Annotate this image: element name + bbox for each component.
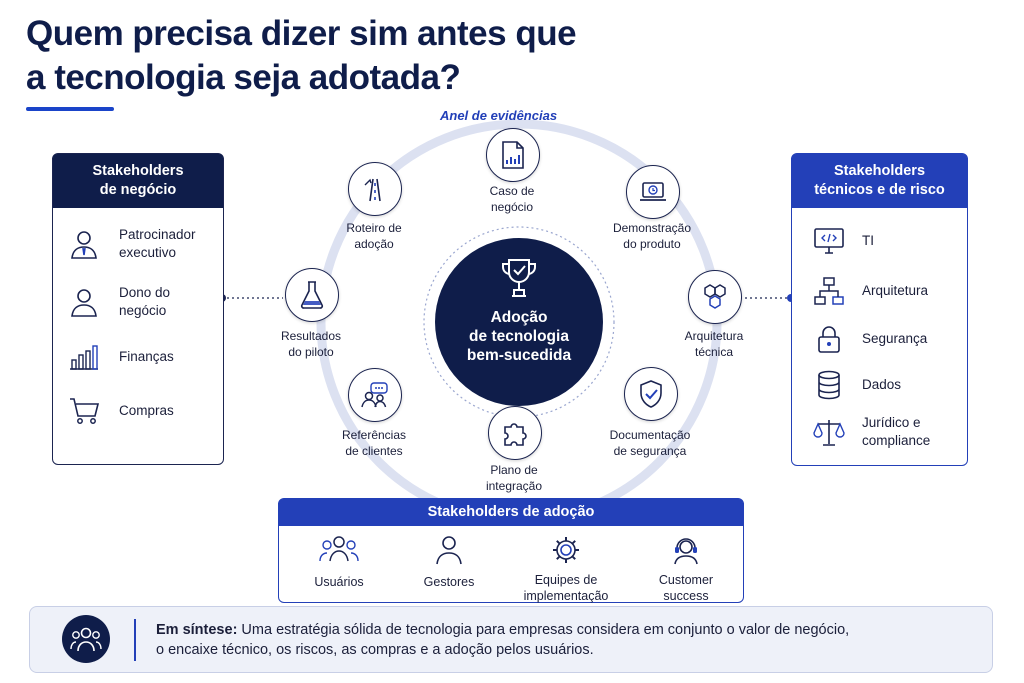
users-icon <box>319 536 359 562</box>
summary-text: Em síntese: Uma estratégia sólida de tec… <box>156 620 976 660</box>
center-line-3: bem-sucedida <box>466 347 572 364</box>
tech-item-architecture: Arquitetura <box>812 274 928 308</box>
tech-item-data: Dados <box>812 368 901 402</box>
page-title: Quem precisa dizer sim antes que a tecno… <box>26 12 577 100</box>
cubes-icon <box>704 284 726 309</box>
summary-icon-wrapper <box>62 615 110 663</box>
flask-icon <box>300 281 324 309</box>
scales-icon <box>812 415 846 449</box>
node-business-case <box>486 128 540 182</box>
group-icon <box>70 627 102 652</box>
summary-line-1: Uma estratégia sólida de tecnologia para… <box>237 622 850 638</box>
node-product-demo <box>626 165 680 219</box>
database-icon <box>812 368 846 402</box>
adoption-item-managers: Gestores <box>384 535 514 590</box>
adoption-stakeholders-panel: Stakeholders de adoção Usuários Gestores… <box>278 498 744 603</box>
hierarchy-icon <box>812 274 846 308</box>
laptop-icon <box>640 182 666 201</box>
shield-icon <box>640 380 662 408</box>
bar-chart-icon <box>67 340 101 374</box>
node-customer-references <box>348 368 402 422</box>
center-line-1: Adoção <box>490 309 548 326</box>
center-dotted-ring <box>423 226 615 418</box>
ring-label: Anel de evidências <box>440 108 558 123</box>
tech-panel-title: Stakeholders técnicos e de risco <box>792 154 967 208</box>
code-monitor-icon <box>812 224 846 258</box>
tech-risk-stakeholders-panel: Stakeholders técnicos e de risco TI Arqu… <box>791 153 968 466</box>
person-icon <box>67 285 101 319</box>
report-icon <box>502 141 524 169</box>
summary-box: Em síntese: Uma estratégia sólida de tec… <box>29 606 993 673</box>
node-pilot-results <box>285 268 339 322</box>
summary-lead: Em síntese: <box>156 622 238 638</box>
adoption-item-users: Usuários <box>274 535 404 590</box>
executive-icon <box>67 227 101 261</box>
node-adoption-roadmap <box>348 162 402 216</box>
node-tech-architecture <box>688 270 742 324</box>
adoption-panel-title: Stakeholders de adoção <box>279 499 743 526</box>
puzzle-icon <box>504 423 527 446</box>
trophy-icon <box>502 259 536 297</box>
tech-item-it: TI <box>812 224 874 258</box>
center-label: Adoção de tecnologia bem-sucedida <box>435 308 603 365</box>
chat-people-icon <box>361 382 388 408</box>
lock-icon <box>812 322 846 356</box>
center-circle: Adoção de tecnologia bem-sucedida <box>435 238 603 406</box>
summary-line-2: o encaixe técnico, os riscos, as compras… <box>156 642 594 658</box>
business-item-procurement: Compras <box>67 394 174 428</box>
node-integration-plan <box>488 406 542 460</box>
node-security-docs <box>624 367 678 421</box>
title-line-1: Quem precisa dizer sim antes que <box>26 14 577 53</box>
gear-icon <box>553 537 579 563</box>
title-line-2: a tecnologia seja adotada? <box>26 58 461 97</box>
title-underline <box>26 107 114 111</box>
business-panel-title: Stakeholders de negócio <box>53 154 223 208</box>
headset-icon <box>674 538 698 565</box>
summary-divider <box>134 619 136 661</box>
manager-icon <box>436 536 462 565</box>
road-icon <box>364 178 381 202</box>
center-line-2: de tecnologia <box>469 328 569 345</box>
tech-item-security: Segurança <box>812 322 927 356</box>
cart-icon <box>67 394 101 428</box>
business-item-finance: Finanças <box>67 340 174 374</box>
